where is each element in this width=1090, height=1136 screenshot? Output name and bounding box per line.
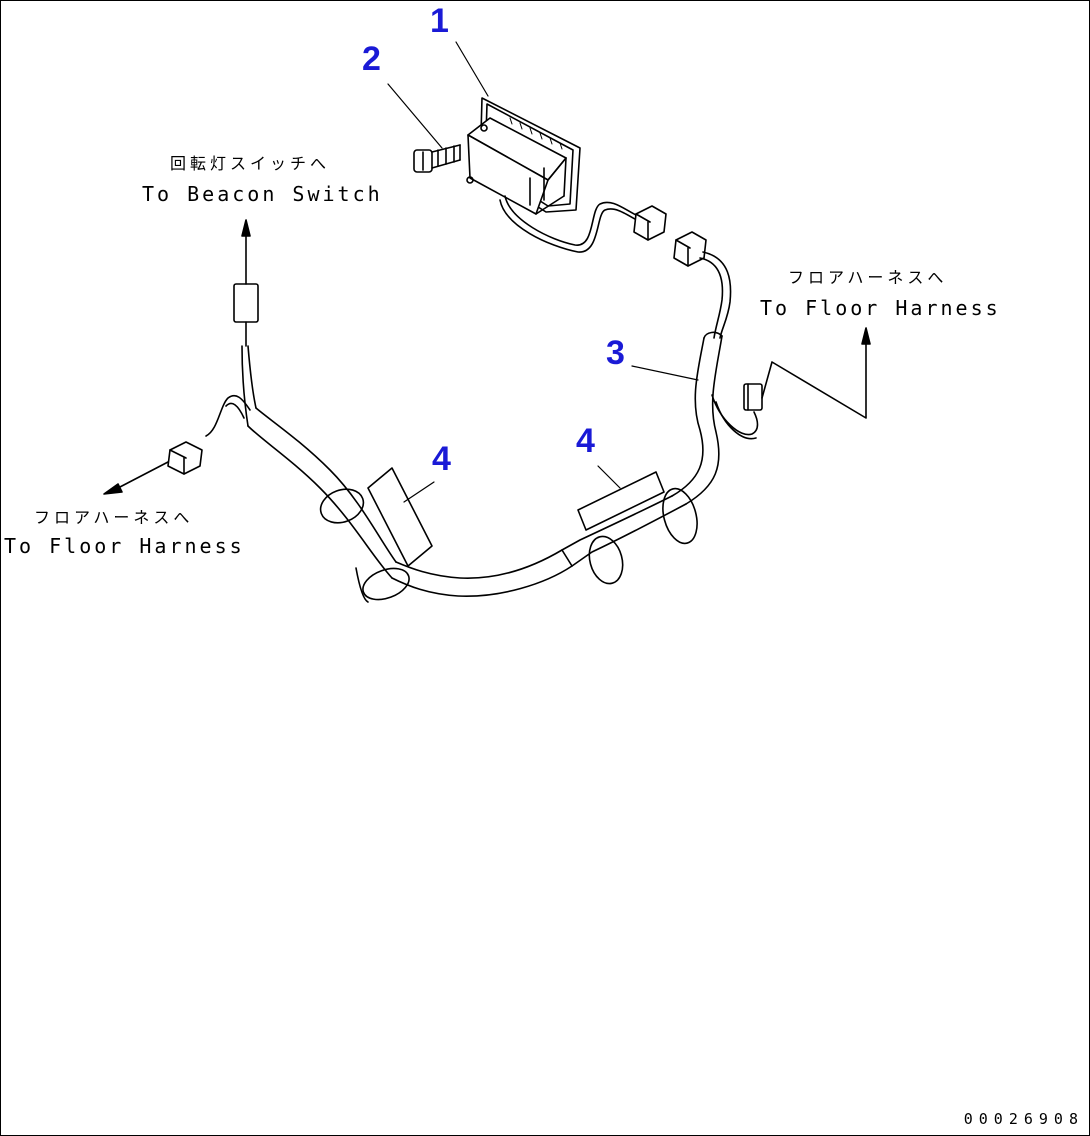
label-beacon-switch-jp: 回転灯スイッチへ: [170, 154, 331, 173]
arrow-floor-harness-left: [103, 462, 168, 495]
callout-part-3: 3: [606, 334, 625, 372]
label-floor-harness-right-en: To Floor Harness: [760, 296, 1001, 320]
cable-tie-left: [316, 467, 433, 605]
drawing-number: 00026908: [963, 1110, 1084, 1128]
label-beacon-switch-en: To Beacon Switch: [142, 182, 383, 206]
arrow-floor-harness-right: [762, 327, 871, 418]
connector-pair-upper: [633, 205, 707, 267]
relay-module: [466, 97, 640, 252]
wire-harness: [167, 252, 762, 596]
arrow-beacon-switch: [241, 219, 251, 284]
leader-lines: [388, 42, 698, 502]
callout-part-4-left: 4: [432, 440, 451, 478]
callout-part-4-right: 4: [576, 422, 595, 460]
label-floor-harness-right-jp: フロアハーネスへ: [788, 268, 948, 287]
cable-tie-right: [577, 471, 703, 587]
label-floor-harness-left-en: To Floor Harness: [4, 534, 245, 558]
label-floor-harness-left-jp: フロアハーネスへ: [34, 508, 194, 527]
callout-part-2: 2: [362, 40, 381, 78]
bolt: [414, 145, 460, 172]
callout-part-1: 1: [430, 2, 449, 40]
